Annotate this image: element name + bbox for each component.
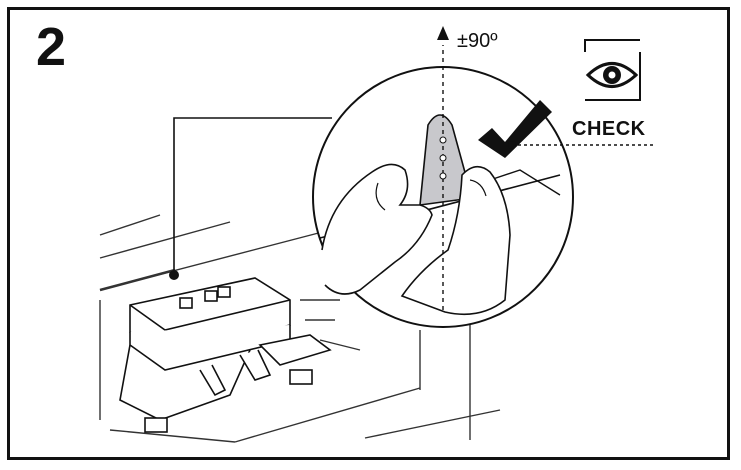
up-arrow-icon	[437, 26, 449, 40]
right-thumb	[400, 165, 511, 316]
rotation-label: ±90º	[457, 30, 498, 52]
left-thumb	[321, 163, 433, 295]
switch-component	[119, 277, 332, 433]
step-number: 2	[36, 17, 67, 77]
magnifier-circle	[312, 45, 574, 328]
eye-icon	[584, 39, 641, 101]
checkmark-icon	[478, 100, 552, 158]
callout-line	[173, 117, 332, 275]
check-label: CHECK	[572, 118, 646, 140]
grey-tab	[419, 114, 474, 206]
callout-dot	[169, 270, 179, 280]
